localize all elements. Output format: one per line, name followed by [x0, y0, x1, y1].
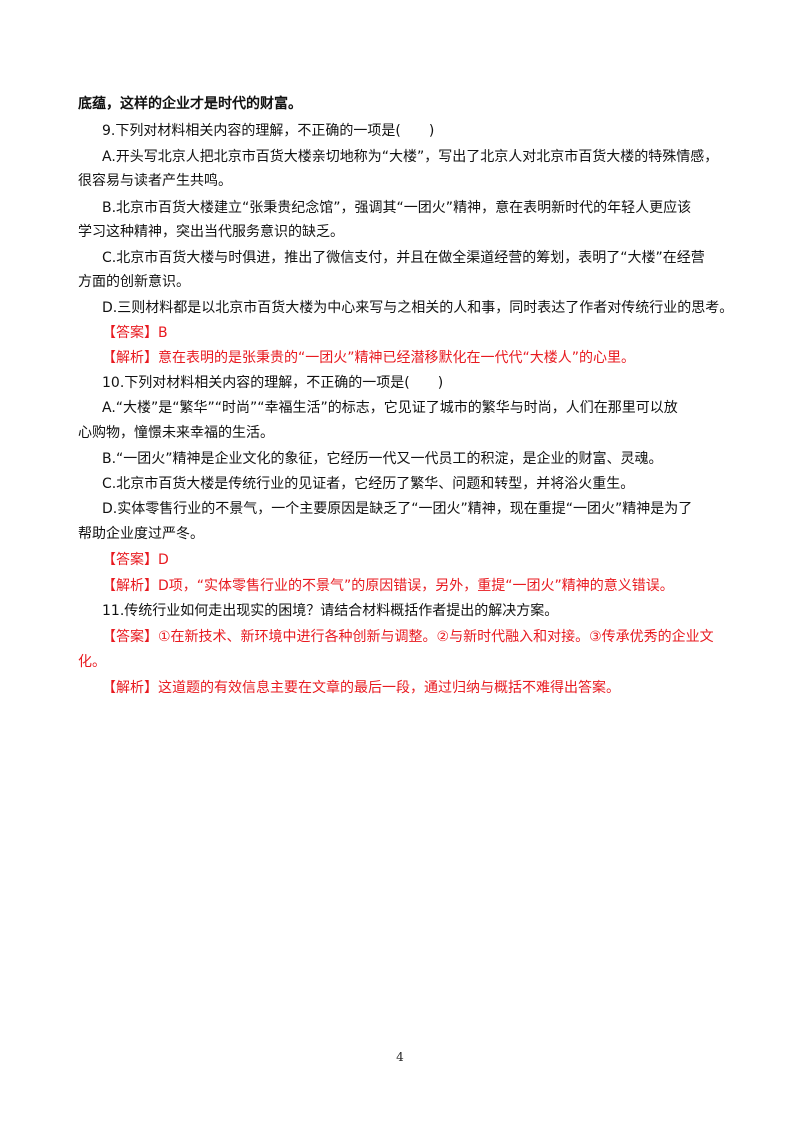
q11-answer: 【答案】①在新技术、新环境中进行各种创新与调整。②与新时代融入和对接。③传承优秀…: [102, 629, 714, 645]
q9-answer: 【答案】B: [102, 325, 168, 341]
q10-analysis: 【解析】D项，“实体零售行业的不景气”的原因错误，另外，重提“一团火”精神的意义…: [102, 578, 674, 594]
q10-option-a-cont: 心购物，憧憬未来幸福的生活。: [78, 425, 274, 441]
question-9-stem: 9.下列对材料相关内容的理解，不正确的一项是( ): [102, 123, 435, 139]
q9-option-c: C.北京市百货大楼与时俱进，推出了微信支付，并且在做全渠道经营的筹划，表明了“大…: [102, 250, 705, 266]
question-10-stem: 10.下列对材料相关内容的理解，不正确的一项是( ): [102, 375, 444, 391]
continuation-line: 底蕴，这样的企业才是时代的财富。: [78, 96, 302, 112]
q11-answer-cont: 化。: [78, 654, 106, 670]
q11-analysis: 【解析】这道题的有效信息主要在文章的最后一段，通过归纳与概括不难得出答案。: [102, 680, 620, 696]
q10-option-b: B.“一团火”精神是企业文化的象征，它经历一代又一代员工的积淀，是企业的财富、灵…: [102, 451, 663, 467]
q9-option-b: B.北京市百货大楼建立“张秉贵纪念馆”，强调其“一团火”精神，意在表明新时代的年…: [102, 200, 692, 216]
q9-option-c-cont: 方面的创新意识。: [78, 274, 190, 290]
q9-option-d: D.三则材料都是以北京市百货大楼为中心来写与之相关的人和事，同时表达了作者对传统…: [102, 300, 734, 316]
q10-option-a: A.“大楼”是“繁华”“时尚”“幸福生活”的标志，它见证了城市的繁华与时尚，人们…: [102, 400, 678, 416]
question-11-stem: 11.传统行业如何走出现实的困境？请结合材料概括作者提出的解决方案。: [102, 603, 559, 619]
q9-analysis: 【解析】意在表明的是张秉贵的“一团火”精神已经潜移默化在一代代“大楼人”的心里。: [102, 350, 636, 366]
q9-option-b-cont: 学习这种精神，突出当代服务意识的缺乏。: [78, 224, 344, 240]
q10-option-c: C.北京市百货大楼是传统行业的见证者，它经历了繁华、问题和转型，并将浴火重生。: [102, 476, 635, 492]
q10-option-d-cont: 帮助企业度过严冬。: [78, 526, 204, 542]
q10-answer: 【答案】D: [102, 552, 169, 568]
q10-option-d: D.实体零售行业的不景气，一个主要原因是缺乏了“一团火”精神，现在重提“一团火”…: [102, 501, 693, 517]
q9-option-a-cont: 很容易与读者产生共鸣。: [78, 173, 232, 189]
q9-option-a: A.开头写北京人把北京市百货大楼亲切地称为“大楼”，写出了北京人对北京市百货大楼…: [102, 149, 719, 165]
page-number: 4: [396, 1050, 404, 1064]
